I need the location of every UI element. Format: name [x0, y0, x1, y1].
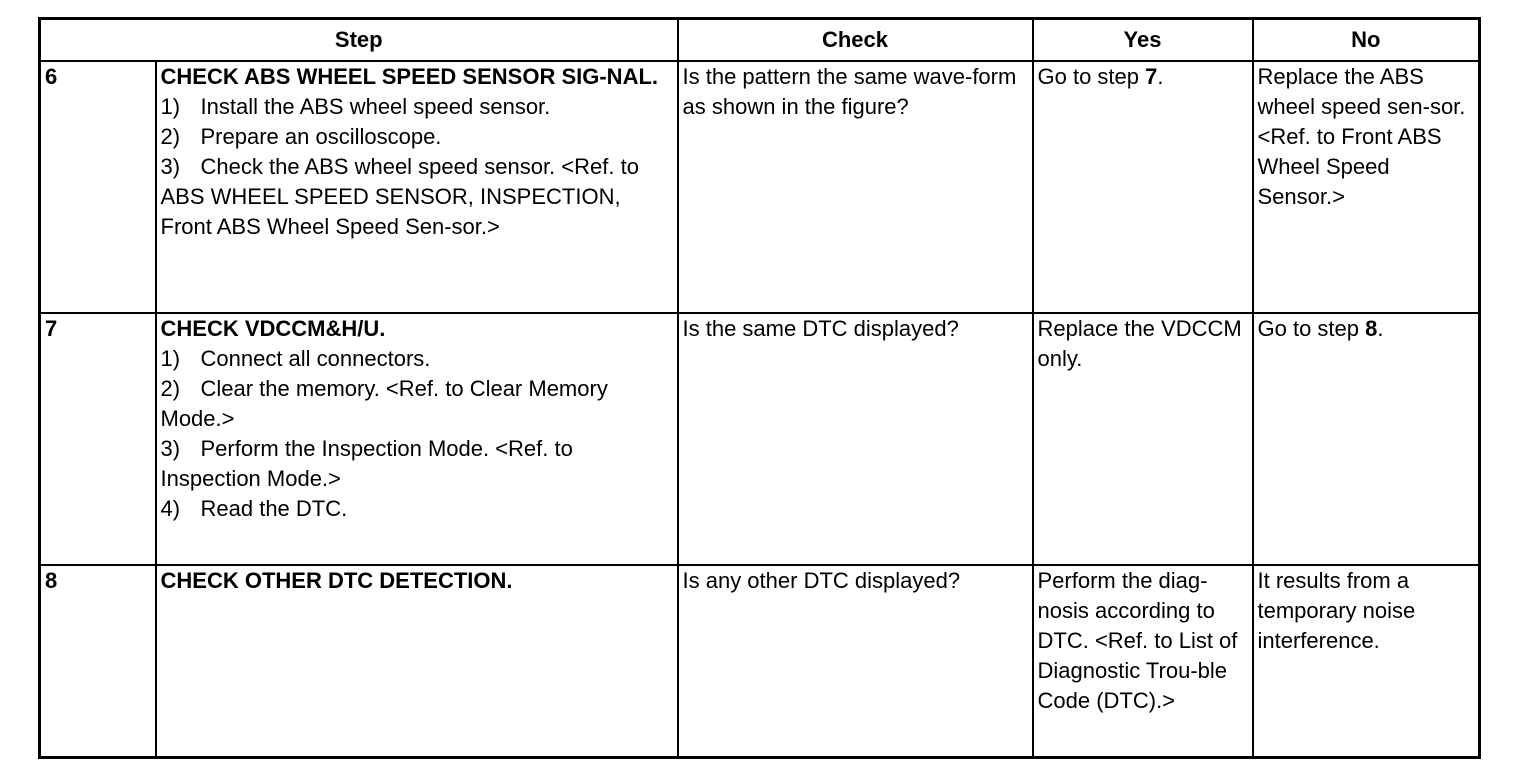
header-yes: Yes — [1031, 17, 1254, 62]
step-number: 8 — [38, 564, 157, 759]
header-no: No — [1251, 17, 1481, 62]
step-cell: CHECK ABS WHEEL SPEED SENSOR SIG-NAL. 1)… — [154, 60, 679, 314]
substep: 1)Connect all connectors. — [160, 346, 431, 371]
step-number: 6 — [38, 60, 157, 314]
step-title: CHECK VDCCM&H/U. — [160, 316, 386, 341]
check-cell: Is the same DTC displayed? — [676, 312, 1034, 566]
step-number: 7 — [38, 312, 157, 566]
table-row: 6 CHECK ABS WHEEL SPEED SENSOR SIG-NAL. … — [38, 60, 1481, 314]
substep: 3)Perform the Inspection Mode. <Ref. to … — [160, 436, 573, 491]
yes-cell: Go to step 7. — [1031, 60, 1254, 314]
yes-step-ref: 7 — [1145, 64, 1158, 89]
diagnostic-table: Step Check Yes No 6 CHECK ABS WHEEL SPEE… — [38, 17, 1481, 759]
table-row: 8 CHECK OTHER DTC DETECTION. Is any othe… — [38, 564, 1481, 759]
no-cell: Go to step 8. — [1251, 312, 1481, 566]
step-title: CHECK OTHER DTC DETECTION. — [160, 568, 513, 593]
step-title: CHECK ABS WHEEL SPEED SENSOR SIG-NAL. — [160, 64, 659, 89]
substep: 4)Read the DTC. — [160, 496, 348, 521]
check-cell: Is the pattern the same wave-form as sho… — [676, 60, 1034, 314]
table-header-row: Step Check Yes No — [38, 17, 1481, 62]
yes-cell: Perform the diag-nosis according to DTC.… — [1031, 564, 1254, 759]
substep: 2)Clear the memory. <Ref. to Clear Memor… — [160, 376, 608, 431]
no-cell: It results from a temporary noise interf… — [1251, 564, 1481, 759]
header-step: Step — [38, 17, 679, 62]
substep: 3)Check the ABS wheel speed sensor. <Ref… — [160, 154, 639, 239]
no-step-ref: 8 — [1365, 316, 1378, 341]
table-row: 7 CHECK VDCCM&H/U. 1)Connect all connect… — [38, 312, 1481, 566]
substep: 1)Install the ABS wheel speed sensor. — [160, 94, 551, 119]
check-cell: Is any other DTC displayed? — [676, 564, 1034, 759]
no-cell: Replace the ABS wheel speed sen-sor. <Re… — [1251, 60, 1481, 314]
step-cell: CHECK OTHER DTC DETECTION. — [154, 564, 679, 759]
header-check: Check — [676, 17, 1034, 62]
yes-cell: Replace the VDCCM only. — [1031, 312, 1254, 566]
step-cell: CHECK VDCCM&H/U. 1)Connect all connector… — [154, 312, 679, 566]
substep: 2)Prepare an oscilloscope. — [160, 124, 442, 149]
